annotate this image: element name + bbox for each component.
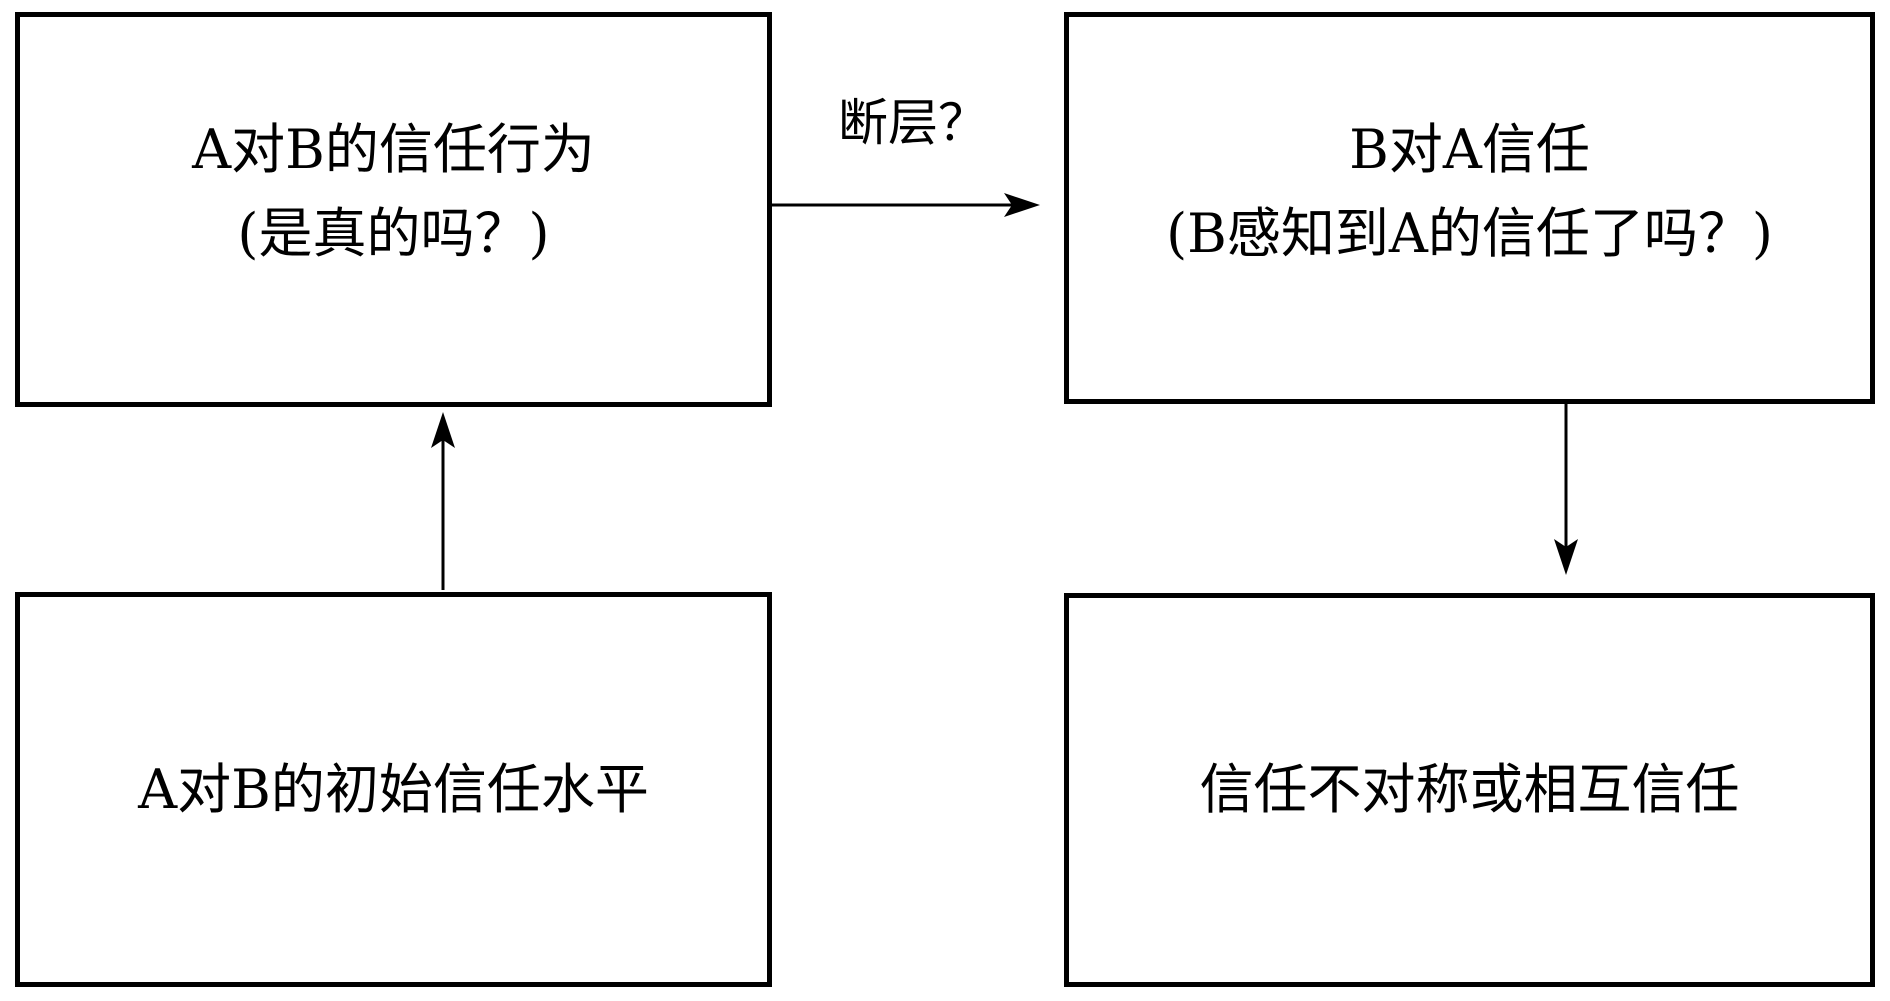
node-trust-outcome-line-1: 信任不对称或相互信任 bbox=[1199, 758, 1740, 821]
node-perceived-trust-line-1: B对A信任 bbox=[1349, 118, 1590, 181]
node-trust-behavior: A对B的信任行为 (是真的吗？) bbox=[15, 12, 772, 407]
edge-label-gap: 断层？ bbox=[838, 94, 988, 152]
node-initial-trust-level: A对B的初始信任水平 bbox=[15, 592, 772, 987]
arrow-behavior-to-perceived bbox=[772, 193, 1040, 217]
arrow-perceived-to-outcome bbox=[1554, 404, 1578, 575]
node-trust-behavior-line-2: (是真的吗？) bbox=[237, 201, 550, 265]
node-trust-behavior-line-1: A对B的信任行为 bbox=[192, 117, 595, 181]
arrow-initial-to-behavior bbox=[431, 412, 455, 590]
node-perceived-trust-line-2: (B感知到A的信任了吗？) bbox=[1166, 202, 1773, 265]
node-trust-outcome: 信任不对称或相互信任 bbox=[1064, 593, 1875, 987]
node-perceived-trust: B对A信任 (B感知到A的信任了吗？) bbox=[1064, 12, 1875, 404]
node-initial-trust-level-line-1: A对B的初始信任水平 bbox=[138, 757, 649, 821]
